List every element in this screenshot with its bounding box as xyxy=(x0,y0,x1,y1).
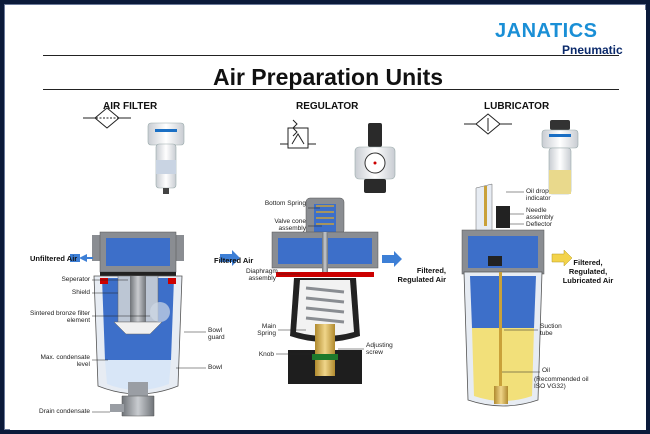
label-knob: Knob xyxy=(258,351,274,358)
label-filtered-regulated-air: Filtered, Regulated Air xyxy=(397,266,446,284)
label-filtered-air: Filtered Air xyxy=(214,256,254,265)
label-suction-tube: Suction tube xyxy=(540,323,562,337)
brand-subtitle: Pneumatic xyxy=(562,43,623,57)
label-max-condensate: Max. condensate level xyxy=(40,354,90,368)
title-rule-bottom xyxy=(43,89,619,90)
label-lubricated-air: Filtered, Regulated, Lubricated Air xyxy=(562,258,614,285)
brand-name: JANATICS xyxy=(495,20,598,42)
label-separator: Seperator xyxy=(61,276,90,283)
label-sintered-filter: Sintered bronze filter element xyxy=(30,310,90,324)
label-drain-condensate: Drain condensate xyxy=(39,408,90,415)
air-filter-cutaway xyxy=(70,231,240,417)
label-oil-recommendation: (Recommended oil ISO VG32) xyxy=(534,376,589,390)
label-adjusting-screw: Adjusting screw xyxy=(366,342,393,356)
page-title: Air Preparation Units xyxy=(212,64,444,90)
lubricator-symbol xyxy=(464,113,512,135)
section-heading-regulator: REGULATOR xyxy=(296,101,359,112)
filter-unit-photo xyxy=(147,122,185,194)
label-main-spring: Main Spring xyxy=(257,323,276,337)
lubricator-cutaway xyxy=(461,183,573,407)
regulator-symbol xyxy=(280,119,316,149)
label-valve-cone: Valve cone assembly xyxy=(274,218,306,232)
label-oil-drop-indicator: Oil drop indicator xyxy=(526,188,551,202)
label-bowl: Bowl xyxy=(208,364,223,371)
label-needle-assembly: Needle assembly xyxy=(526,207,554,221)
lubricator-unit-photo xyxy=(541,120,579,195)
poster: JANATICS Pneumatic Air Preparation Units… xyxy=(10,10,646,430)
label-shield: Shield xyxy=(71,289,90,296)
label-bowl-guard: Bowl guard xyxy=(208,327,225,341)
label-unfiltered-air: Unfiltered Air xyxy=(30,254,78,263)
label-diaphragm: Diaphragm assembly xyxy=(246,268,278,282)
filter-symbol xyxy=(83,107,131,129)
diagram-drawing xyxy=(70,107,579,417)
section-heading-lubricator: LUBRICATOR xyxy=(484,101,550,112)
label-bottom-spring: Bottom Spring xyxy=(264,200,306,207)
leader-lines xyxy=(92,191,540,413)
title-rule-top xyxy=(43,55,619,56)
label-oil: Oil xyxy=(542,367,550,374)
regulator-cutaway xyxy=(271,197,402,384)
regulator-unit-photo xyxy=(354,123,396,193)
label-deflector: Deflector xyxy=(526,221,553,228)
section-heading-air-filter: AIR FILTER xyxy=(103,101,158,112)
